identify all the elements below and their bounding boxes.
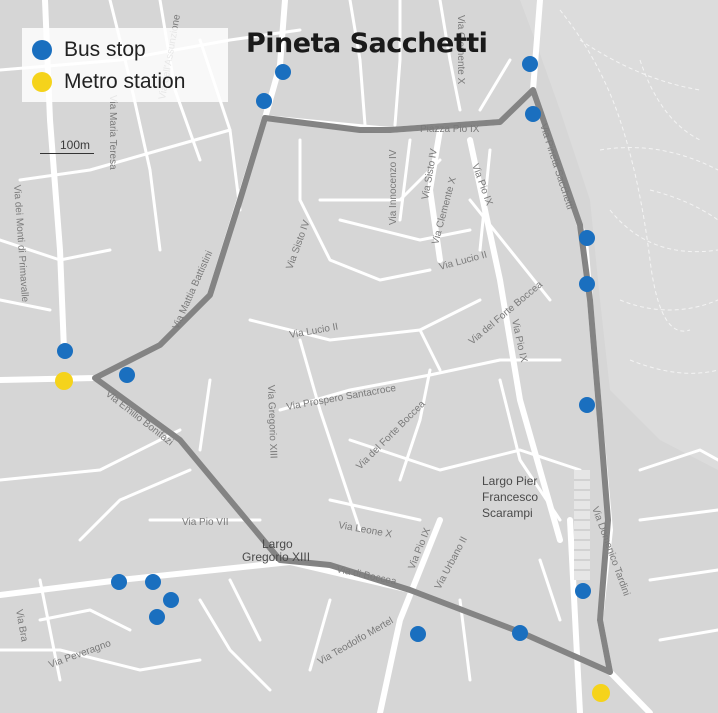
street-label: Via Teodolfo Mertel <box>316 615 395 667</box>
bus-stop-marker[interactable] <box>145 574 161 590</box>
bus-stop-marker[interactable] <box>525 106 541 122</box>
scale-line <box>40 153 94 154</box>
street-label: Via Pio VII <box>182 517 229 528</box>
legend-label-bus-stop: Bus stop <box>64 38 146 61</box>
bus-stop-marker[interactable] <box>256 93 272 109</box>
place-label-largo-gregorio-2: Gregorio XIII <box>242 550 310 564</box>
street-label: Via del Forte Boccea <box>467 279 545 347</box>
street-label: Via Emilio Bonifazi <box>103 389 175 449</box>
bus-stop-marker[interactable] <box>410 626 426 642</box>
street-label: Via Maria Teresa <box>107 95 118 170</box>
street-label: Via Gregorio XIII <box>265 385 279 459</box>
scale-label: 100m <box>59 138 90 152</box>
bus-stop-marker[interactable] <box>57 343 73 359</box>
bus-stop-marker[interactable] <box>522 56 538 72</box>
park-area <box>520 0 718 470</box>
bus-stop-marker[interactable] <box>275 64 291 80</box>
railway <box>574 470 590 580</box>
street-label: Piazza Pio IX <box>420 124 480 135</box>
street-label: Via Sisto IV <box>284 219 312 271</box>
street-label: Via Peveragno <box>47 638 113 671</box>
bus-stop-marker[interactable] <box>111 574 127 590</box>
major-roads <box>0 0 653 713</box>
place-label-largo-gregorio-1: Largo <box>262 537 293 551</box>
place-label-largo-pier-1: Largo Pier <box>482 474 537 488</box>
bus-stop-marker[interactable] <box>512 625 528 641</box>
legend: Bus stop Metro station <box>22 28 228 102</box>
street-label: Via Prospero Santacroce <box>286 383 398 413</box>
bus-stop-marker[interactable] <box>575 583 591 599</box>
legend-item-metro-station: Metro station <box>32 66 218 98</box>
metro-station-swatch <box>32 72 52 92</box>
legend-label-metro-station: Metro station <box>64 70 186 93</box>
bus-stop-marker[interactable] <box>163 592 179 608</box>
bus-stops <box>57 56 595 642</box>
scale-bar: 100m <box>40 138 94 154</box>
bus-stop-marker[interactable] <box>119 367 135 383</box>
street-label: Via Pio IX <box>469 162 494 207</box>
street-label: Via Clemente X <box>455 15 466 85</box>
place-label-largo-pier-3: Scarampi <box>482 506 533 520</box>
street-label: Via Innocenzo IV <box>388 149 399 225</box>
park-paths <box>559 9 718 374</box>
metro-station-marker[interactable] <box>592 684 610 702</box>
place-labels: Largo Pier Francesco Scarampi Largo Greg… <box>242 474 538 564</box>
street-label: Via Leone X <box>337 520 393 540</box>
street-label: Via Bra <box>13 609 30 643</box>
bus-stop-marker[interactable] <box>579 230 595 246</box>
street-label: Via Lucio II <box>289 322 339 341</box>
bus-stop-swatch <box>32 40 52 60</box>
metro-station-marker[interactable] <box>55 372 73 390</box>
metro-stations <box>55 372 610 702</box>
street-label: Via di Boccea <box>335 564 397 588</box>
bus-stop-marker[interactable] <box>149 609 165 625</box>
street-label: Via Sisto IV <box>420 148 440 201</box>
bus-stop-marker[interactable] <box>579 276 595 292</box>
street-label: Via Urbano II <box>433 535 470 592</box>
place-label-largo-pier-2: Francesco <box>482 490 538 504</box>
legend-item-bus-stop: Bus stop <box>32 34 218 66</box>
bus-stop-marker[interactable] <box>579 397 595 413</box>
street-label: Via Lucio II <box>438 250 488 273</box>
district-boundary <box>92 87 613 675</box>
minor-roads <box>0 0 718 692</box>
map-title: Pineta Sacchetti <box>246 28 488 59</box>
